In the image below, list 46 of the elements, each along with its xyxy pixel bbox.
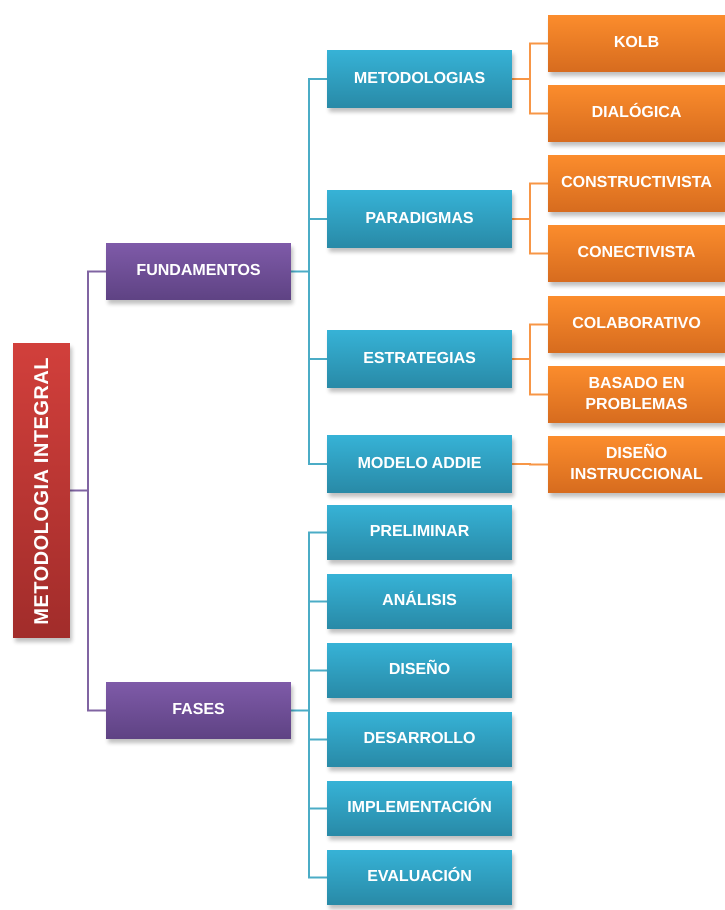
topic-label: MODELO ADDIE: [358, 454, 482, 474]
topic-label: FUNDAMENTOS: [136, 261, 261, 282]
topic-box: [327, 435, 512, 493]
topic-box: [548, 296, 725, 353]
topic-box: [106, 243, 291, 300]
topic-label: COLABORATIVO: [572, 314, 701, 334]
topic-label: CONECTIVISTA: [578, 243, 696, 264]
topic-box: [327, 505, 512, 560]
topic-label: DESARROLLO: [364, 729, 476, 750]
topic-label: BASADO EN PROBLEMAS: [584, 374, 689, 414]
topic-label: ESTRATEGIAS: [363, 348, 476, 369]
connector-line: [512, 358, 548, 396]
topic-box: [548, 85, 725, 142]
topic-box: [548, 155, 725, 212]
topic-box: [327, 850, 512, 905]
topic-box: [548, 366, 725, 423]
topic-label: PRELIMINAR: [370, 522, 470, 542]
connector-line: [512, 463, 548, 466]
topic-label: ANÁLISIS: [382, 591, 457, 612]
topic-box: [548, 225, 725, 282]
topic-label: IMPLEMENTACIÓN: [347, 798, 492, 818]
topic-label: KOLB: [614, 33, 660, 54]
topic-box: [327, 643, 512, 698]
topic-box: [548, 436, 725, 493]
topic-box: [327, 712, 512, 767]
connector-line: [512, 78, 548, 114]
topic-box: [106, 682, 291, 739]
topic-label: EVALUACIÓN: [367, 867, 472, 888]
topic-box: [548, 15, 725, 72]
topic-box: [327, 50, 512, 108]
topic-label: CONSTRUCTIVISTA: [561, 173, 712, 194]
topic-label: DISEÑO: [388, 660, 450, 680]
topic-label: FASES: [172, 700, 225, 720]
topic-label: DIALÓGICA: [592, 103, 682, 124]
topic-label: METODOLOGIAS: [354, 68, 486, 89]
topic-box: [13, 343, 70, 638]
topic-box: [327, 574, 512, 629]
topic-box: [327, 190, 512, 248]
topic-box: [327, 330, 512, 388]
topic-box: [327, 781, 512, 836]
connector-line: [512, 218, 548, 254]
topic-label: METODOLOGIA INTEGRAL: [30, 356, 54, 624]
connector-line: [291, 710, 327, 878]
connector-line: [291, 270, 327, 465]
topic-label: PARADIGMAS: [365, 208, 474, 229]
topic-label: DISEÑO INSTRUCCIONAL: [569, 444, 704, 484]
